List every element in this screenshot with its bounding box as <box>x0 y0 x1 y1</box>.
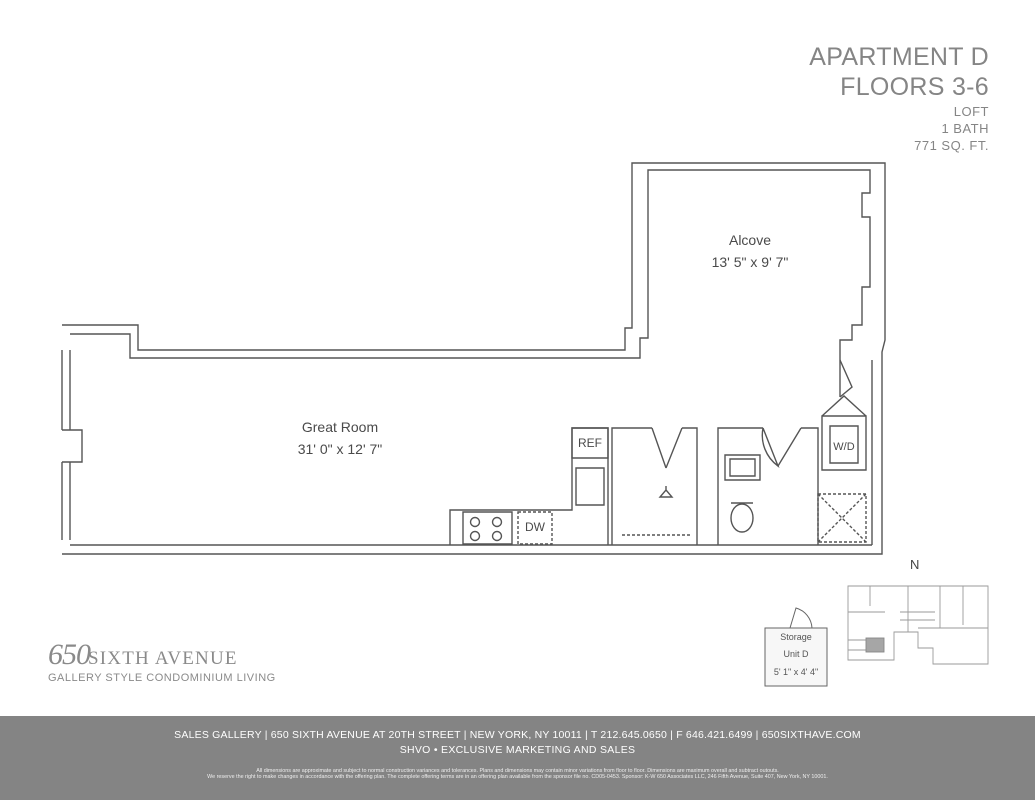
key-plan <box>847 585 989 665</box>
exterior-wall-outer <box>62 162 886 555</box>
storage-unit-label: Unit D <box>783 649 809 659</box>
closet-door <box>651 427 683 469</box>
logo-tagline: GALLERY STYLE CONDOMINIUM LIVING <box>48 672 276 684</box>
north-indicator: N <box>910 557 920 572</box>
footer-contact-line: SALES GALLERY | 650 SIXTH AVENUE AT 20TH… <box>174 729 861 741</box>
cooktop <box>462 511 513 545</box>
storage-dimensions: 5' 1" x 4' 4" <box>773 667 819 677</box>
exterior-wall-inner <box>70 169 871 397</box>
unit-type: LOFT <box>953 104 989 119</box>
shower <box>817 493 867 543</box>
bathroom-walls <box>717 427 819 545</box>
bath-door <box>761 427 802 468</box>
ref-box <box>571 427 609 459</box>
closet-walls <box>611 427 698 545</box>
burner <box>469 516 481 528</box>
footer-bar: SALES GALLERY | 650 SIXTH AVENUE AT 20TH… <box>0 716 1035 800</box>
floors-label: FLOORS 3-6 <box>840 73 989 101</box>
alcove-label: Alcove <box>728 232 772 248</box>
footer-disclaimer: All dimensions are approximate and subje… <box>256 768 779 774</box>
logo-name: SIXTH AVENUE <box>88 648 238 669</box>
toilet <box>730 503 754 533</box>
great-room-label: Great Room <box>301 419 379 435</box>
unit-name: APARTMENT D <box>809 43 989 71</box>
burner <box>469 530 481 542</box>
floor-plan <box>61 162 989 687</box>
entry-door-swing <box>839 359 853 398</box>
storage-label: Storage <box>780 632 812 642</box>
unit-d-highlight <box>865 637 885 653</box>
dw-label: DW <box>525 520 545 534</box>
west-window <box>61 350 83 540</box>
bath-sink <box>724 454 761 481</box>
burner <box>491 516 503 528</box>
footer-disclaimer-2: We reserve the right to make changes in … <box>207 774 828 780</box>
burner <box>491 530 503 542</box>
ref-label: REF <box>578 436 602 450</box>
footer-marketing-line: SHVO • EXCLUSIVE MARKETING AND SALES <box>399 744 636 756</box>
dishwasher <box>517 511 553 545</box>
wd-label: W/D <box>833 441 855 453</box>
wd-closet <box>821 395 867 471</box>
hanger-icon <box>658 486 674 498</box>
logo-number: 650 <box>48 638 91 671</box>
great-room-dimensions: 31' 0" x 12' 7" <box>297 441 383 457</box>
kitchen-sink <box>575 467 605 506</box>
square-footage: 771 SQ. FT. <box>914 138 989 153</box>
storage-unit <box>764 607 828 687</box>
alcove-dimensions: 13' 5" x 9' 7" <box>711 254 789 270</box>
bath-count: 1 BATH <box>941 121 989 136</box>
